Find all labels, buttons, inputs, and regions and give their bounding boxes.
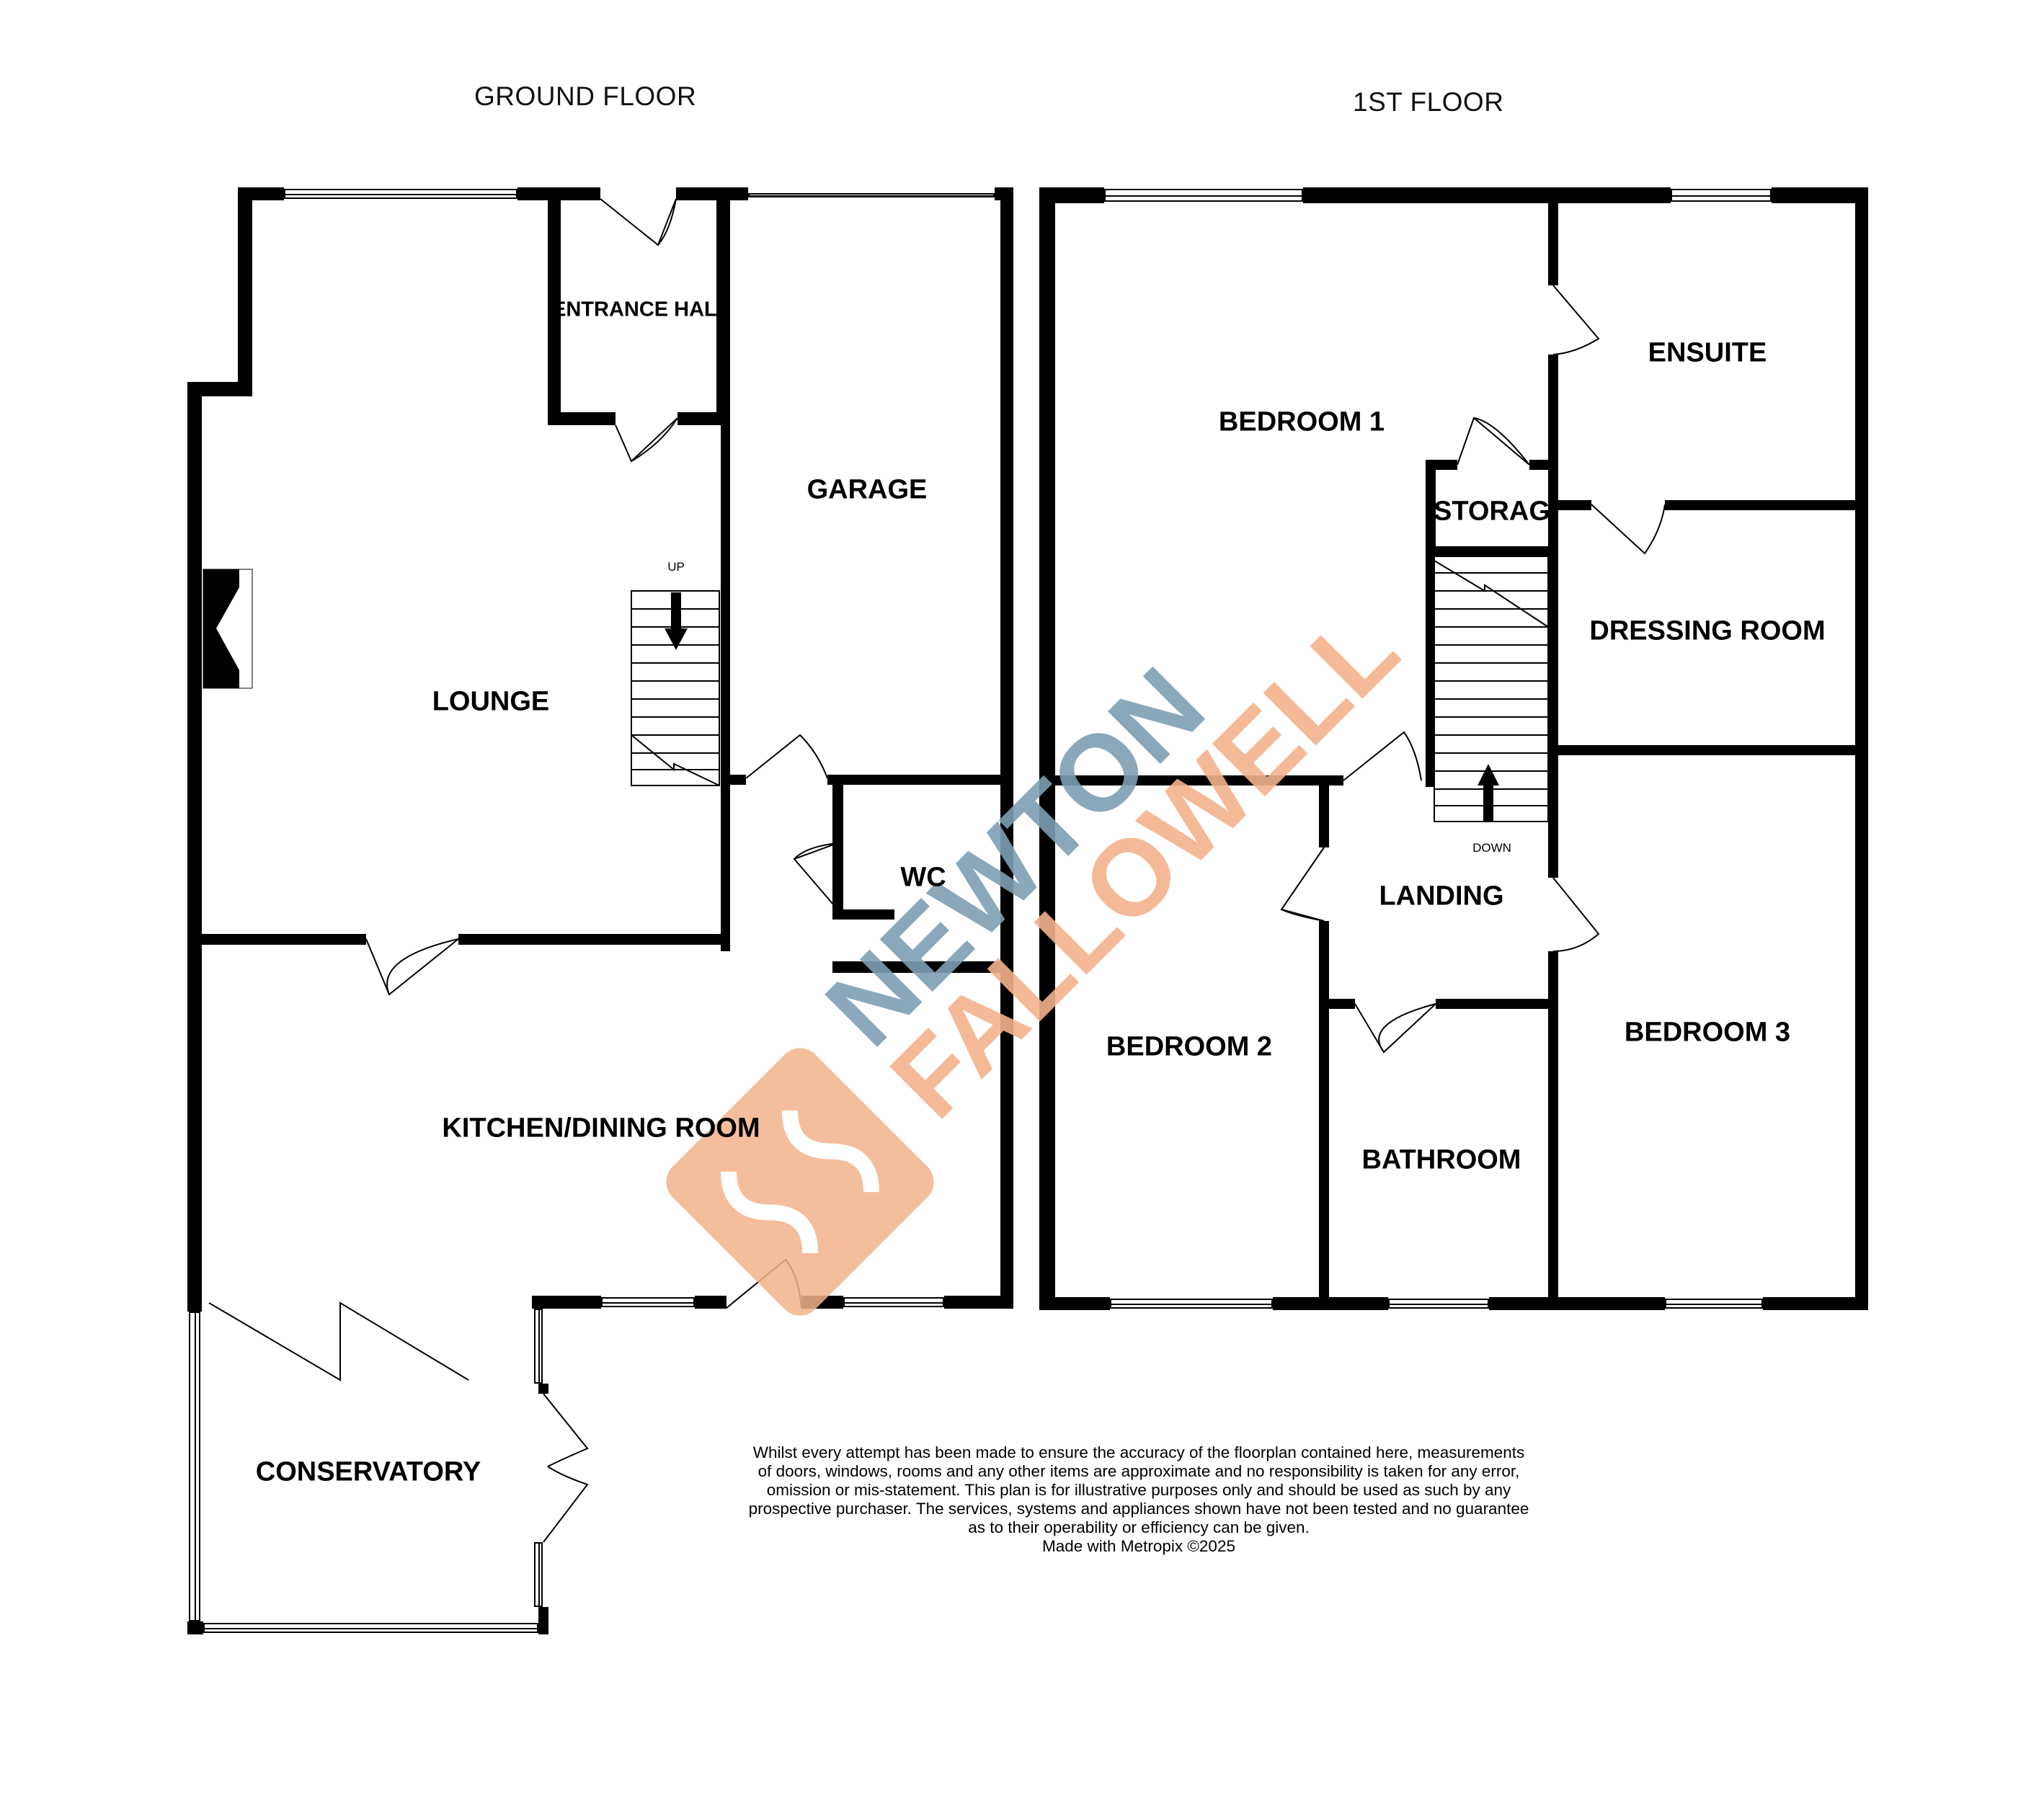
first-floor-title: 1ST FLOOR (1353, 87, 1504, 117)
bathroom-window (1388, 1299, 1489, 1309)
disclaimer-line: as to their operability or efficiency ca… (968, 1518, 1310, 1536)
conservatory-right-window-2 (534, 1542, 543, 1607)
room-label-bedroom1: BEDROOM 1 (1218, 406, 1385, 437)
fireplace-icon (203, 569, 253, 689)
room-label-lounge: LOUNGE (432, 686, 550, 717)
kitchen-side-door (726, 1258, 802, 1309)
disclaimer-line: Whilst every attempt has been made to en… (752, 1443, 1525, 1461)
bedroom2-window (1110, 1299, 1273, 1309)
room-label-ensuite: ENSUITE (1648, 337, 1767, 368)
ground-floor-title: GROUND FLOOR (474, 81, 697, 111)
room-label-bedroom2: BEDROOM 2 (1106, 1031, 1273, 1062)
room-label-dressing-room: DRESSING ROOM (1589, 615, 1826, 646)
stairs-down-label: DOWN (1472, 841, 1511, 855)
bedroom2-door (1280, 847, 1325, 922)
bedroom1-window (1104, 189, 1303, 202)
conservatory-bifold-doors (208, 1301, 469, 1381)
bedroom3-door (1552, 877, 1600, 952)
room-label-kitchen: KITCHEN/DINING ROOM (442, 1113, 760, 1144)
lounge-window (284, 189, 517, 199)
ensuite-door (1552, 285, 1600, 355)
ensuite-window (1671, 189, 1772, 202)
bathroom-door (1354, 1003, 1436, 1054)
room-label-conservatory: CONSERVATORY (255, 1456, 481, 1487)
dressing-room-door (1591, 504, 1666, 555)
wc-door (793, 842, 838, 910)
lounge-door (365, 938, 459, 996)
bedroom1-door (1343, 731, 1422, 781)
garage-door (748, 193, 995, 197)
room-label-garage: GARAGE (807, 474, 928, 505)
bedroom3-window (1665, 1299, 1763, 1309)
entrance-hall-door (615, 417, 678, 463)
conservatory-french-doors (543, 1393, 589, 1543)
garage-door-swing (745, 734, 828, 779)
disclaimer-line: Made with Metropix ©2025 (1042, 1537, 1235, 1555)
room-label-storage: STORAGE (1434, 496, 1550, 527)
disclaimer-line: omission or mis-statement. This plan is … (766, 1481, 1511, 1499)
disclaimer: Whilst every attempt has been made to en… (728, 1443, 1550, 1556)
disclaimer-line: of doors, windows, rooms and any other i… (757, 1462, 1520, 1480)
conservatory-left-window (189, 1312, 200, 1621)
room-label-entrance-hall: ENTRANCE HALL (552, 298, 725, 321)
room-label-bathroom: BATHROOM (1361, 1144, 1521, 1175)
room-label-landing: LANDING (1379, 881, 1504, 912)
entrance-front-door (600, 198, 677, 246)
disclaimer-line: prospective purchaser. The services, sys… (748, 1500, 1529, 1518)
conservatory-right-window-1 (534, 1309, 543, 1384)
room-label-wc: WC (900, 862, 946, 893)
conservatory-bottom-window (203, 1623, 538, 1633)
ground-stairs-arrow (665, 592, 688, 650)
first-stairs-arrow (1478, 764, 1499, 822)
room-label-bedroom3: BEDROOM 3 (1624, 1017, 1791, 1048)
storage-door (1457, 417, 1530, 466)
stairs-up-label: UP (667, 560, 685, 574)
